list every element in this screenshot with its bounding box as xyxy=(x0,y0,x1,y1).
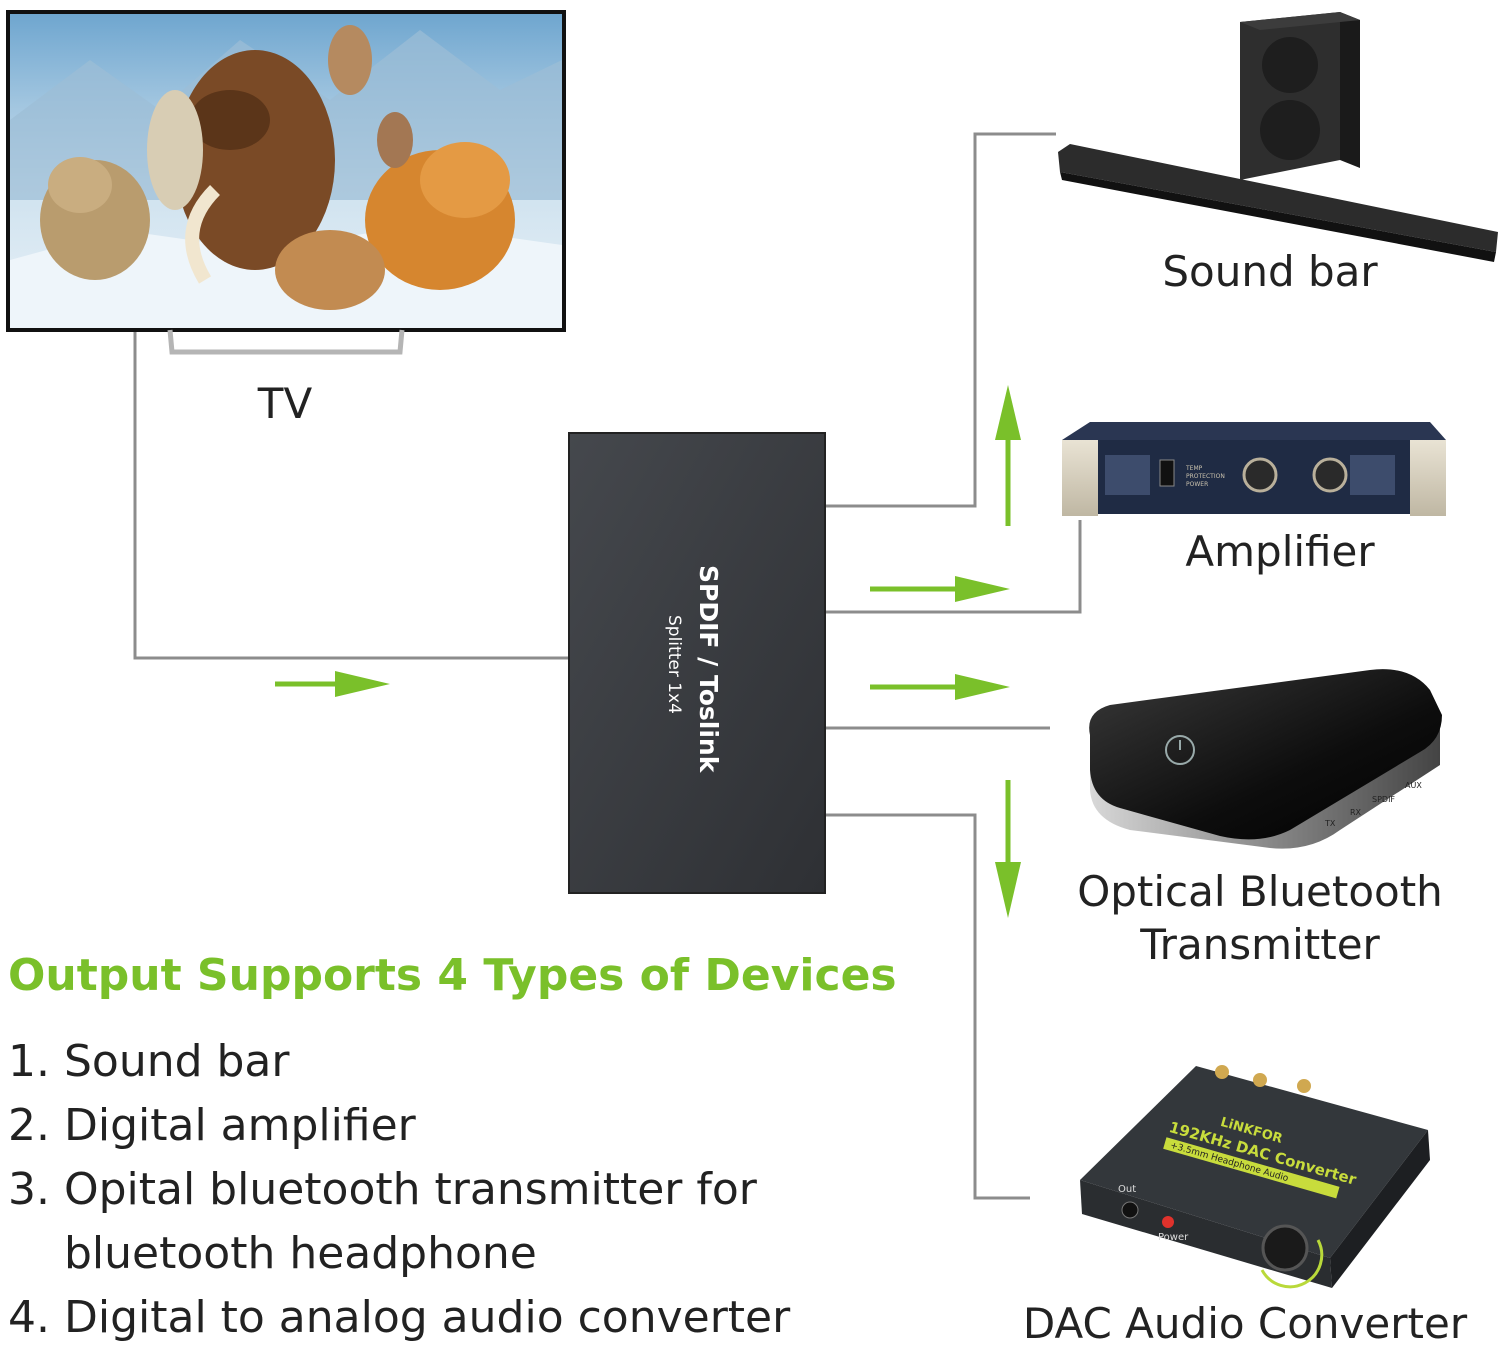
dac-power-label: Power xyxy=(1158,1232,1189,1243)
list-item: 2. Digital amplifier xyxy=(8,1100,416,1151)
arrow-input xyxy=(275,671,390,697)
bluetooth-device: TX RX SPDIF AUX xyxy=(1089,669,1442,849)
outputs-list: 1. Sound bar 2. Digital amplifier 3. Opi… xyxy=(8,1030,790,1350)
list-item: 3. Opital bluetooth transmitter for xyxy=(8,1164,757,1215)
power-icon xyxy=(1165,735,1195,765)
list-item: 4. Digital to analog audio converter xyxy=(8,1292,791,1343)
bluetooth-label-line1: Optical Bluetooth xyxy=(1077,867,1443,916)
dac-label: DAC Audio Converter xyxy=(1022,1299,1468,1348)
power-led xyxy=(1162,1216,1174,1228)
cable-dac xyxy=(826,813,1030,1200)
splitter-subtitle: Splitter 1x4 xyxy=(664,615,684,714)
amplifier-device: TEMP PROTECTION POWER xyxy=(1062,422,1446,516)
tv-label: TV xyxy=(257,379,313,428)
outputs-heading: Output Supports 4 Types of Devices xyxy=(8,950,897,1001)
bt-button-label: TX xyxy=(1324,819,1336,828)
arrow-down xyxy=(995,780,1021,918)
bluetooth-label: Optical Bluetooth Transmitter xyxy=(1050,866,1470,971)
list-item: 1. Sound bar xyxy=(8,1036,290,1087)
soundbar-label: Sound bar xyxy=(1162,247,1378,296)
cable-amplifier xyxy=(826,520,1082,614)
bt-button-label: SPDIF xyxy=(1372,795,1395,804)
bluetooth-label-line2: Transmitter xyxy=(1140,919,1380,969)
soundbar-bar xyxy=(1058,144,1498,252)
cable-soundbar xyxy=(826,132,1056,508)
splitter-title: SPDIF / Toslink xyxy=(694,565,723,774)
amp-panel-label: POWER xyxy=(1186,481,1208,488)
dac-out-label: Out xyxy=(1118,1184,1136,1195)
bt-top xyxy=(1089,669,1442,840)
arrow-output-3 xyxy=(870,674,1010,700)
bt-button-label: AUX xyxy=(1405,781,1422,790)
amp-panel-label: TEMP xyxy=(1185,465,1203,472)
dac-top xyxy=(1080,1066,1428,1258)
tv-device xyxy=(6,10,566,355)
signal-arrows xyxy=(275,385,1021,918)
dac-device: LiNKFOR 192KHz DAC Converter +3.5mm Head… xyxy=(1080,1065,1430,1289)
list-item: bluetooth headphone xyxy=(64,1228,537,1279)
splitter-body xyxy=(568,432,826,894)
splitter-box: SPDIF / Toslink Splitter 1x4 xyxy=(568,432,826,894)
amp-panel-label: PROTECTION xyxy=(1186,473,1225,480)
tv-stand xyxy=(167,329,405,355)
headphone-jack xyxy=(1121,1201,1139,1219)
soundbar-device xyxy=(1058,12,1498,262)
cables xyxy=(133,132,1082,1200)
arrow-output-2 xyxy=(870,576,1010,602)
arrow-up xyxy=(995,385,1021,526)
amplifier-label: Amplifier xyxy=(1185,527,1375,576)
volume-knob xyxy=(1261,1224,1309,1272)
cable-tv-input xyxy=(133,332,569,660)
bt-button-label: RX xyxy=(1350,808,1362,817)
